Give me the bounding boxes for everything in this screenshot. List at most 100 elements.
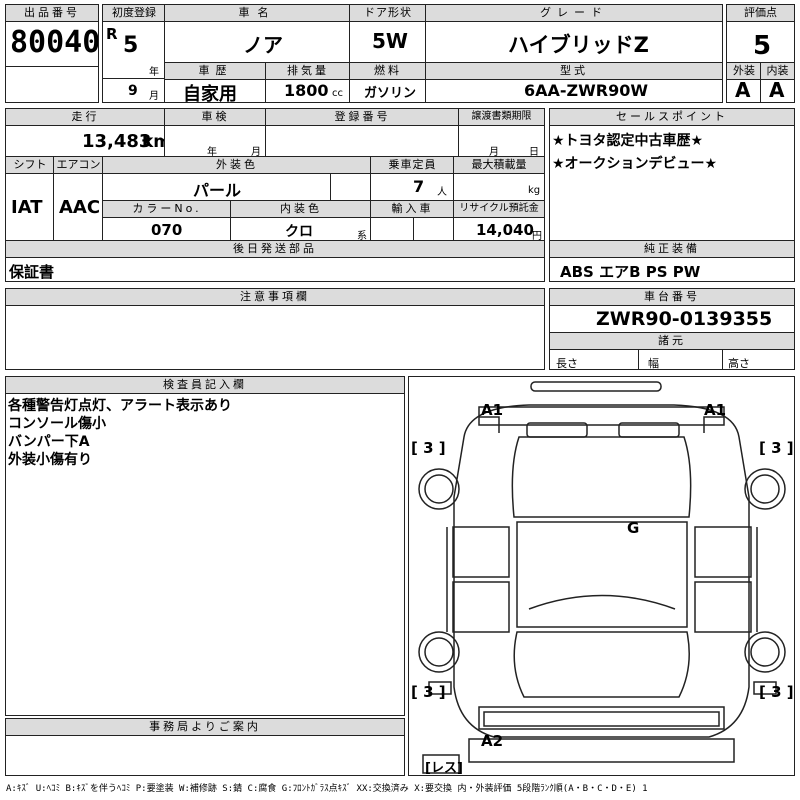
score-label: 評価点 xyxy=(727,5,794,22)
fuel-label: 燃料 xyxy=(350,63,426,80)
tire-fr-value: 3 xyxy=(771,439,782,457)
model-box: 型式 6AA-ZWR90W xyxy=(425,62,723,103)
recycle-value: 14,040 xyxy=(476,221,534,239)
model-value: 6AA-ZWR90W xyxy=(524,81,649,100)
aircon-label: エアコン xyxy=(54,157,103,174)
sales-point-box: セールスポイント ★トヨタ認定中古車歴★ ★オークションデビュー★ xyxy=(549,108,795,242)
dims-box: 諸元 長さ 幅 高さ xyxy=(549,332,795,370)
shift-box: シフト IAT xyxy=(5,156,55,242)
mark-a1-left: A1 xyxy=(481,401,504,419)
reg-month-unit: 月 xyxy=(149,91,159,102)
equipment-value: ABS エアB PS PW xyxy=(560,263,701,281)
recycle-unit: 円 xyxy=(532,231,542,242)
import-label: 輸入車 xyxy=(371,201,454,218)
mileage-label: 走行 xyxy=(6,109,165,126)
int-score-box: 内装 A xyxy=(760,62,795,103)
grade-box: グレード ハイブリッドZ xyxy=(425,4,723,64)
displacement-value: 1800 xyxy=(284,81,329,100)
color-no-label: カラーNo. xyxy=(103,201,231,218)
deadline-box: 譲渡書類期限 月 日 xyxy=(458,108,545,158)
mark-g: G xyxy=(627,519,640,537)
notes-box: 注意事項欄 xyxy=(5,288,545,370)
first-registration-box: 初度登録 R 5 年 9 月 xyxy=(102,4,166,103)
mark-a2: A2 xyxy=(481,732,504,750)
chassis-value: ZWR90-0139355 xyxy=(596,308,773,330)
inspection-year-unit: 年 xyxy=(207,147,217,158)
int-color-unit: 系 xyxy=(357,231,367,242)
sales-point-line-2: ★オークションデビュー★ xyxy=(552,156,718,172)
history-value: 自家用 xyxy=(183,84,237,103)
car-name-label: 車名 xyxy=(165,5,350,22)
spare-mark: [レス] xyxy=(425,761,463,776)
shift-label: シフト xyxy=(6,157,54,174)
displacement-label: 排気量 xyxy=(266,63,350,80)
dims-length-label: 長さ xyxy=(556,357,578,370)
grade-value: ハイブリッドZ xyxy=(508,33,649,57)
aircon-value: AAC xyxy=(59,197,101,218)
inspector-line-3: バンパー下A xyxy=(8,434,90,450)
history-box: 車歴 自家用 xyxy=(164,62,267,103)
deadline-month-unit: 月 xyxy=(489,147,499,158)
later-parts-value: 保証書 xyxy=(9,263,55,281)
inspector-label: 検査員記入欄 xyxy=(6,377,404,394)
car-diagram xyxy=(418,381,786,774)
ext-score-value: A xyxy=(735,78,751,102)
displacement-box: 排気量 1800 cc xyxy=(265,62,351,103)
tire-fr-mark: [ 3 ] xyxy=(759,439,794,457)
divider xyxy=(103,78,165,79)
equipment-box: 純正装備 ABS エアB PS PW xyxy=(549,240,795,282)
legend-footer: A:ｷｽﾞ U:ﾍｺﾐ B:ｷｽﾞを伴うﾍｺﾐ P:要塗装 W:補修跡 S:錆 … xyxy=(6,784,648,794)
reg-month: 9 xyxy=(128,83,138,99)
color-no-value: 070 xyxy=(151,221,183,239)
era-mark: R xyxy=(106,25,118,43)
deadline-day-unit: 日 xyxy=(529,147,539,158)
ext-score-label: 外装 xyxy=(727,63,761,80)
later-parts-label: 後日発送部品 xyxy=(6,241,544,258)
reg-number-box: 登録番号 xyxy=(265,108,460,158)
door-value: 5W xyxy=(372,29,408,53)
inspector-box: 検査員記入欄 各種警告灯点灯、アラート表示あり コンソール傷小 バンパー下A 外… xyxy=(5,376,405,716)
sales-point-line-1: ★トヨタ認定中古車歴★ xyxy=(552,133,704,149)
inspector-line-1: 各種警告灯点灯、アラート表示あり xyxy=(8,398,232,414)
first-registration-label: 初度登録 xyxy=(103,5,165,22)
mileage-box: 走行 13,483 km xyxy=(5,108,166,158)
aircon-box: エアコン AAC xyxy=(53,156,104,242)
tire-rr-mark: [ 3 ] xyxy=(759,683,794,701)
int-color-box: 内装色 クロ 系 xyxy=(230,200,372,242)
tire-rl-mark: [ 3 ] xyxy=(411,683,446,701)
door-label: ドア形状 xyxy=(350,5,426,22)
grade-label: グレード xyxy=(426,5,722,22)
model-label: 型式 xyxy=(426,63,722,80)
reg-number-label: 登録番号 xyxy=(266,109,459,126)
tire-fl-value: 3 xyxy=(423,439,434,457)
score-value: 5 xyxy=(753,31,772,61)
tire-rr-value: 3 xyxy=(771,683,782,701)
tire-fl-mark: [ 3 ] xyxy=(411,439,446,457)
max-load-unit: kg xyxy=(528,185,541,196)
ext-color-box: 外装色 パール xyxy=(102,156,372,202)
capacity-box: 乗車定員 7 人 xyxy=(370,156,455,202)
ext-color-value: パール xyxy=(193,181,242,200)
chassis-box: 車台番号 ZWR90-0139355 xyxy=(549,288,795,334)
capacity-unit: 人 xyxy=(437,187,447,198)
lot-number-blank xyxy=(5,66,99,103)
door-box: ドア形状 5W xyxy=(349,4,427,64)
fuel-value: ガソリン xyxy=(364,86,417,101)
tire-rl-value: 3 xyxy=(423,683,434,701)
car-name-value: ノア xyxy=(243,33,283,57)
divider xyxy=(330,173,331,201)
deadline-label: 譲渡書類期限 xyxy=(459,109,544,126)
capacity-value: 7 xyxy=(413,177,425,196)
later-parts-box: 後日発送部品 保証書 xyxy=(5,240,545,282)
reg-year: 5 xyxy=(123,33,139,58)
ext-color-label: 外装色 xyxy=(103,157,371,174)
inspection-box: 車検 年 月 xyxy=(164,108,267,158)
import-box: 輸入車 xyxy=(370,200,455,242)
recycle-label: リサイクル預託金 xyxy=(454,201,544,218)
divider xyxy=(638,349,639,369)
color-no-box: カラーNo. 070 xyxy=(102,200,232,242)
mileage-unit: km xyxy=(142,132,165,152)
reg-year-unit: 年 xyxy=(149,67,159,78)
displacement-unit: cc xyxy=(332,88,343,99)
history-label: 車歴 xyxy=(165,63,266,80)
